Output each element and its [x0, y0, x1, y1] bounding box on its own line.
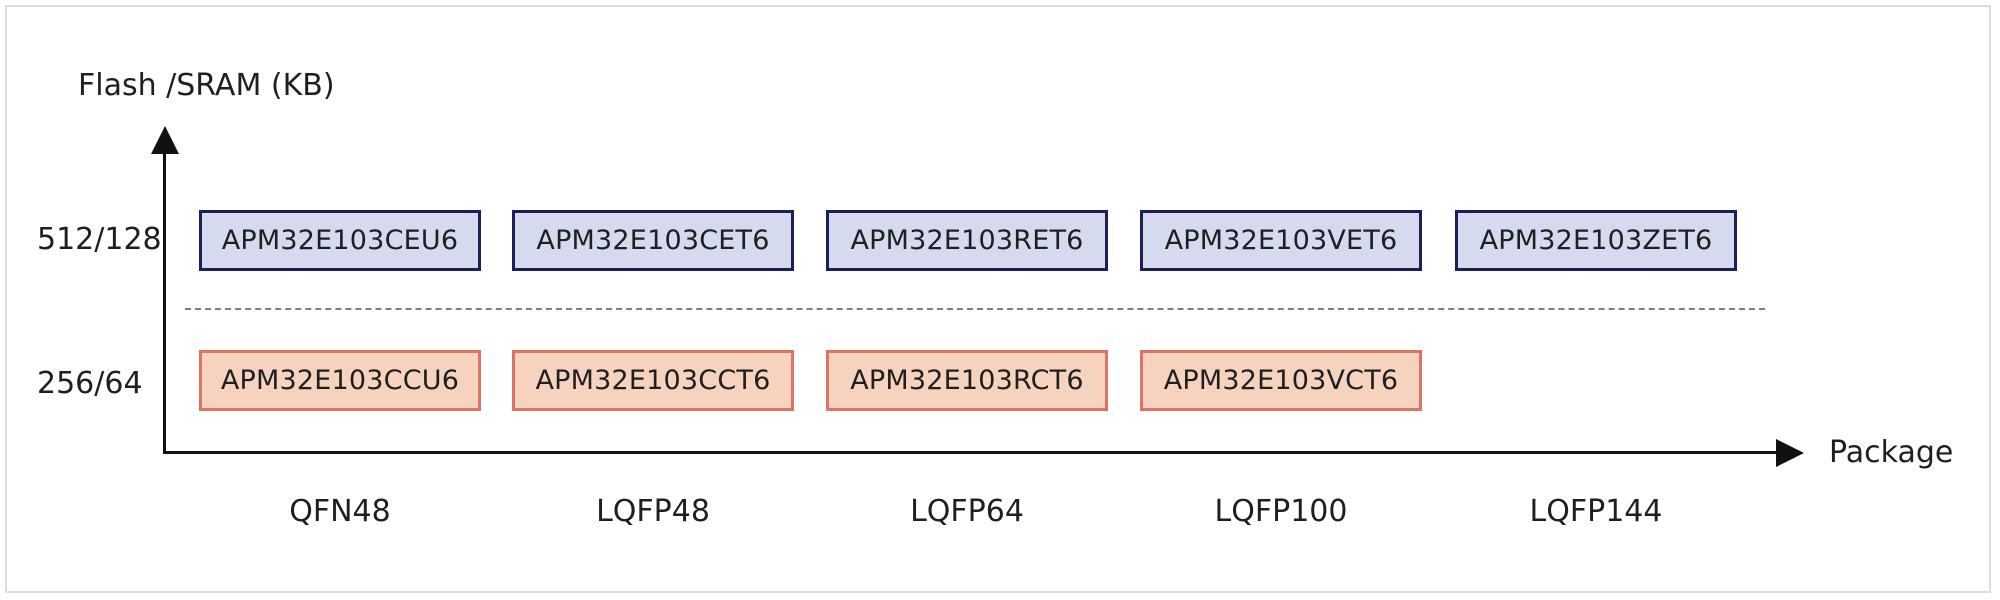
- part-apm32e103cet6: APM32E103CET6: [512, 210, 794, 271]
- memory-separator-line: [185, 308, 1765, 310]
- part-apm32e103ceu6: APM32E103CEU6: [199, 210, 481, 271]
- part-apm32e103vct6: APM32E103VCT6: [1140, 350, 1422, 411]
- x-axis-line: [163, 451, 1778, 454]
- package-label-lqfp64: LQFP64: [910, 494, 1024, 529]
- part-apm32e103cct6: APM32E103CCT6: [512, 350, 794, 411]
- package-label-lqfp48: LQFP48: [596, 494, 710, 529]
- x-axis-title: Package: [1829, 435, 1954, 470]
- package-label-qfn48: QFN48: [289, 494, 391, 529]
- part-apm32e103vet6: APM32E103VET6: [1140, 210, 1422, 271]
- y-axis-title: Flash /SRAM (KB): [78, 68, 335, 103]
- y-axis-arrow-icon: [151, 126, 179, 154]
- memory-level-label-512-128: 512/128: [37, 222, 162, 257]
- y-axis-line: [163, 150, 166, 454]
- diagram-frame: [5, 5, 1991, 593]
- package-label-lqfp144: LQFP144: [1529, 494, 1663, 529]
- part-apm32e103ccu6: APM32E103CCU6: [199, 350, 481, 411]
- part-apm32e103zet6: APM32E103ZET6: [1455, 210, 1737, 271]
- part-apm32e103rct6: APM32E103RCT6: [826, 350, 1108, 411]
- memory-level-label-256-64: 256/64: [37, 366, 143, 401]
- part-apm32e103ret6: APM32E103RET6: [826, 210, 1108, 271]
- x-axis-arrow-icon: [1776, 439, 1804, 467]
- package-label-lqfp100: LQFP100: [1214, 494, 1348, 529]
